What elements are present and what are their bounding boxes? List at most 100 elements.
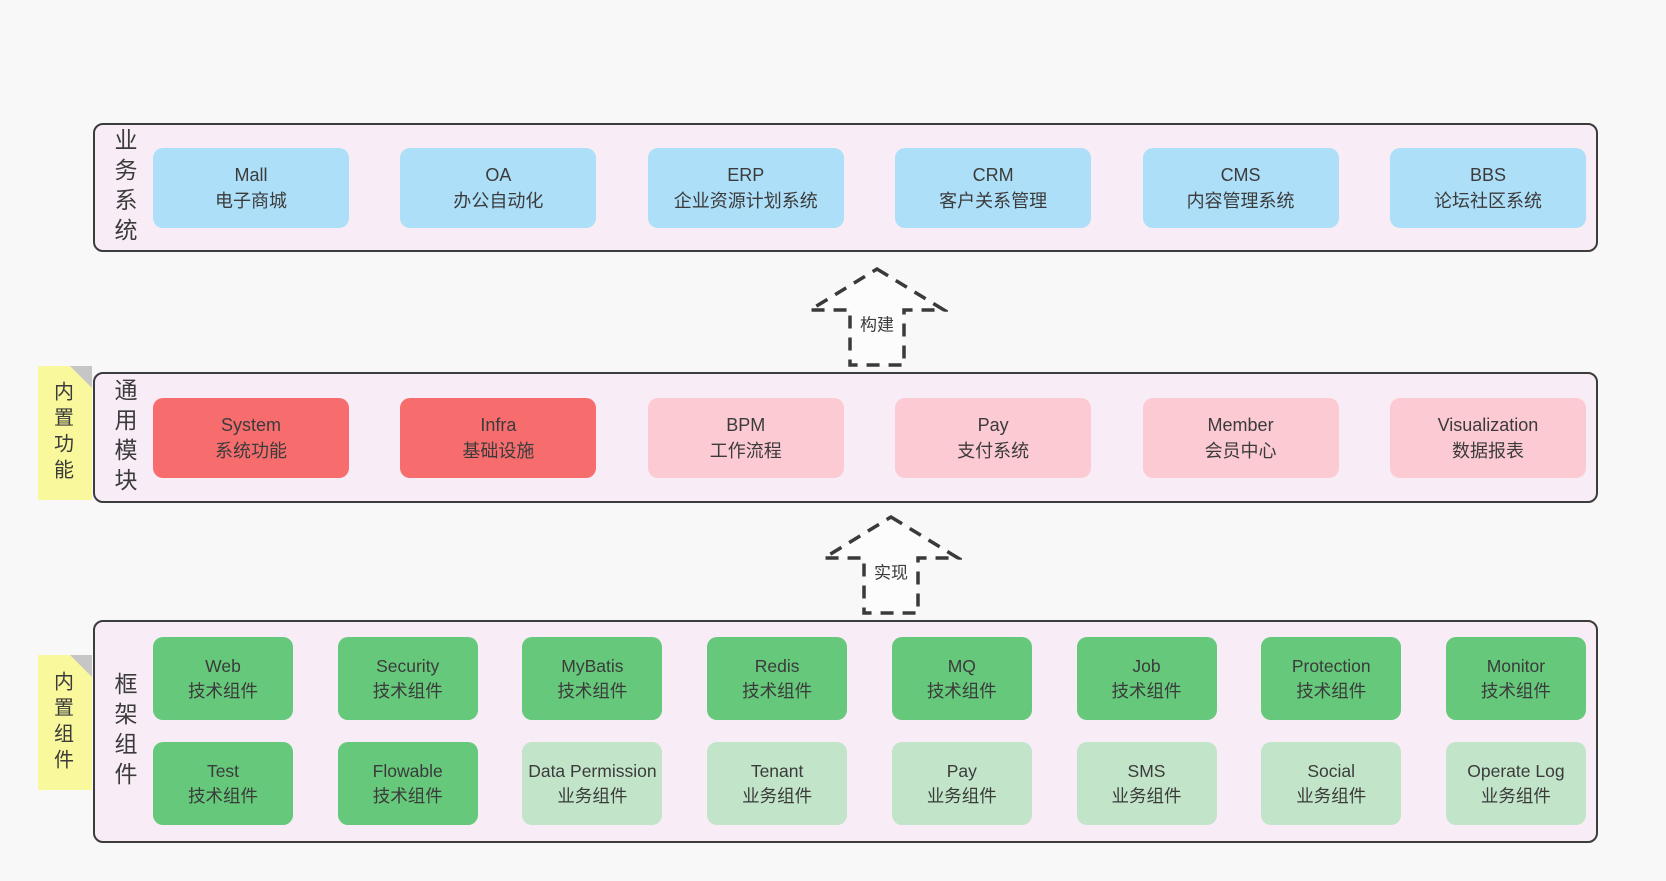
box-subtitle: 技术组件 xyxy=(1480,680,1551,701)
box-cms: CMS 内容管理系统 xyxy=(1142,147,1339,228)
box-subtitle: 技术组件 xyxy=(742,680,813,701)
band-label-column: 通用模块 xyxy=(95,374,153,501)
box-subtitle: 技术组件 xyxy=(557,680,628,701)
box-subtitle: 业务组件 xyxy=(1296,785,1367,806)
box-title: SMS xyxy=(1127,760,1166,781)
box-title: CRM xyxy=(972,164,1014,185)
band-label: 通用模块 xyxy=(111,377,137,498)
component-grid: Web 技术组件 Security 技术组件 MyBatis 技术组件 Redi… xyxy=(153,622,1596,841)
box-system: System 系统功能 xyxy=(153,397,349,478)
box-pay: Pay 支付系统 xyxy=(895,397,1092,478)
module-boxes-row: System 系统功能 Infra 基础设施 BPM 工作流程 Pay 支付系统… xyxy=(153,374,1596,501)
box-subtitle: 内容管理系统 xyxy=(1186,190,1295,211)
box-title: Test xyxy=(206,760,240,781)
box-security: Security 技术组件 xyxy=(337,637,478,720)
sticky-builtin-components: 内置组件 xyxy=(38,655,92,790)
box-subtitle: 技术组件 xyxy=(188,680,258,701)
box-tenant: Tenant 业务组件 xyxy=(707,742,848,825)
box-oa: OA 办公自动化 xyxy=(400,147,597,228)
box-social: Social 业务组件 xyxy=(1261,742,1402,825)
box-subtitle: 技术组件 xyxy=(1111,680,1182,701)
box-title: Protection xyxy=(1291,655,1371,676)
box-pay-component: Pay 业务组件 xyxy=(891,742,1032,825)
box-subtitle: 业务组件 xyxy=(557,785,628,806)
box-subtitle: 技术组件 xyxy=(372,680,443,701)
arrow-implement: 实现 xyxy=(820,514,962,616)
box-member: Member 会员中心 xyxy=(1142,397,1339,478)
box-title: Flowable xyxy=(372,760,443,781)
box-title: Social xyxy=(1307,760,1356,781)
component-row-2: Test 技术组件 Flowable 技术组件 Data Permission … xyxy=(153,742,1586,825)
box-title: Visualization xyxy=(1437,414,1539,435)
band-label-column: 框架组件 xyxy=(95,622,153,841)
box-subtitle: 技术组件 xyxy=(372,785,443,806)
box-subtitle: 电子商城 xyxy=(215,190,287,211)
box-subtitle: 技术组件 xyxy=(926,680,997,701)
box-subtitle: 论坛社区系统 xyxy=(1433,190,1542,211)
box-subtitle: 技术组件 xyxy=(1296,680,1367,701)
box-title: Operate Log xyxy=(1467,760,1565,781)
box-infra: Infra 基础设施 xyxy=(400,397,597,478)
box-title: Data Permission xyxy=(528,760,657,781)
band-business-systems: 业务系统 Mall 电子商城 OA 办公自动化 ERP 企业资源计划系统 CRM… xyxy=(93,123,1598,252)
box-test: Test 技术组件 xyxy=(153,742,293,825)
box-title: ERP xyxy=(727,164,765,185)
box-subtitle: 数据报表 xyxy=(1451,440,1524,461)
box-title: Pay xyxy=(977,414,1009,435)
arrow-label: 实现 xyxy=(871,557,911,585)
box-title: BPM xyxy=(726,414,766,435)
band-label: 框架组件 xyxy=(111,671,137,792)
arrow-label: 构建 xyxy=(857,309,897,337)
box-subtitle: 支付系统 xyxy=(957,440,1030,461)
box-title: MyBatis xyxy=(561,655,624,676)
box-mall: Mall 电子商城 xyxy=(153,147,349,228)
box-subtitle: 技术组件 xyxy=(188,785,258,806)
box-title: Infra xyxy=(480,414,517,435)
box-title: CMS xyxy=(1220,164,1261,185)
sticky-label: 内置功能 xyxy=(50,381,73,485)
sticky-builtin-features: 内置功能 xyxy=(38,366,92,500)
box-title: Redis xyxy=(754,655,800,676)
band-common-modules: 通用模块 System 系统功能 Infra 基础设施 BPM 工作流程 Pay… xyxy=(93,372,1598,503)
box-subtitle: 业务组件 xyxy=(926,785,997,806)
box-visualization: Visualization 数据报表 xyxy=(1389,397,1586,478)
box-subtitle: 基础设施 xyxy=(462,440,535,461)
band-label: 业务系统 xyxy=(111,127,137,248)
box-erp: ERP 企业资源计划系统 xyxy=(647,147,844,228)
box-mybatis: MyBatis 技术组件 xyxy=(522,637,663,720)
box-subtitle: 企业资源计划系统 xyxy=(673,190,818,211)
box-subtitle: 业务组件 xyxy=(1480,785,1551,806)
box-title: Tenant xyxy=(750,760,804,781)
box-operate-log: Operate Log 业务组件 xyxy=(1445,742,1586,825)
component-row-1: Web 技术组件 Security 技术组件 MyBatis 技术组件 Redi… xyxy=(153,637,1586,720)
box-title: System xyxy=(220,414,281,435)
box-title: Pay xyxy=(946,760,977,781)
box-subtitle: 工作流程 xyxy=(709,440,782,461)
box-sms: SMS 业务组件 xyxy=(1076,742,1217,825)
box-protection: Protection 技术组件 xyxy=(1261,637,1402,720)
arrow-build: 构建 xyxy=(806,266,948,368)
sticky-label: 内置组件 xyxy=(50,670,73,775)
band-framework-components: 框架组件 Web 技术组件 Security 技术组件 MyBatis 技术组件… xyxy=(93,620,1598,843)
box-redis: Redis 技术组件 xyxy=(707,637,848,720)
box-title: Mall xyxy=(234,164,268,185)
box-bbs: BBS 论坛社区系统 xyxy=(1389,147,1586,228)
box-title: Web xyxy=(205,655,241,676)
business-boxes-row: Mall 电子商城 OA 办公自动化 ERP 企业资源计划系统 CRM 客户关系… xyxy=(153,125,1596,250)
box-title: Monitor xyxy=(1486,655,1546,676)
box-title: BBS xyxy=(1469,164,1506,185)
band-label-column: 业务系统 xyxy=(95,125,153,250)
box-title: OA xyxy=(485,164,512,185)
box-title: Job xyxy=(1132,655,1161,676)
box-flowable: Flowable 技术组件 xyxy=(337,742,478,825)
box-mq: MQ 技术组件 xyxy=(891,637,1032,720)
box-subtitle: 业务组件 xyxy=(742,785,813,806)
box-title: MQ xyxy=(947,655,976,676)
box-bpm: BPM 工作流程 xyxy=(647,397,844,478)
box-subtitle: 系统功能 xyxy=(215,440,287,461)
box-subtitle: 客户关系管理 xyxy=(939,190,1048,211)
box-subtitle: 业务组件 xyxy=(1111,785,1182,806)
box-data-permission: Data Permission 业务组件 xyxy=(522,742,663,825)
box-subtitle: 会员中心 xyxy=(1204,440,1277,461)
